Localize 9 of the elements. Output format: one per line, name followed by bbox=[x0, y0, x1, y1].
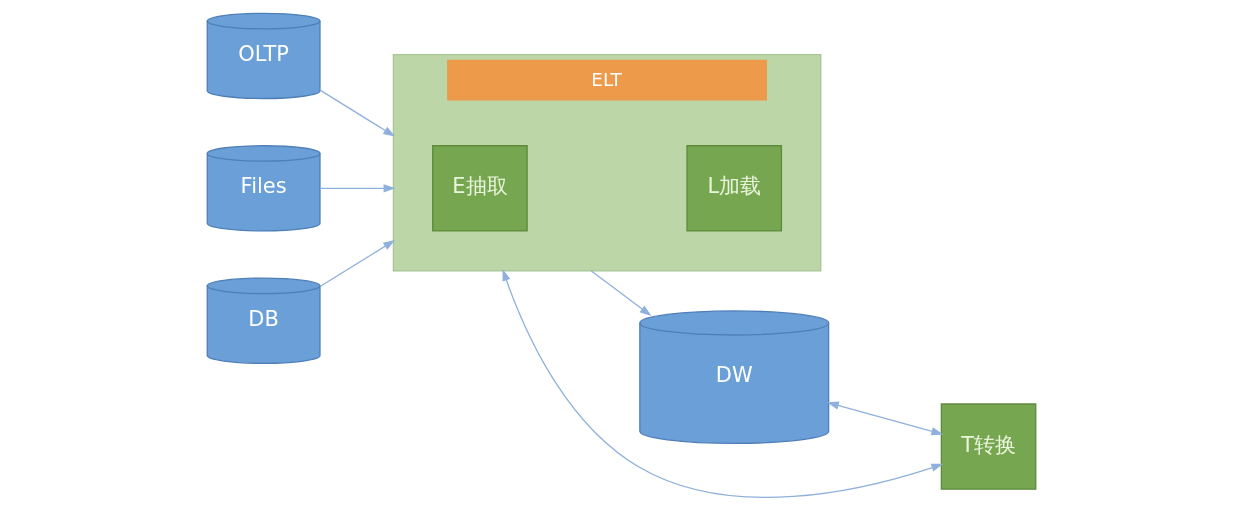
node-box: T转换 bbox=[940, 403, 1037, 490]
arrow bbox=[590, 270, 652, 316]
node-box: L加载 bbox=[686, 145, 783, 232]
arrow bbox=[319, 184, 396, 193]
arrow bbox=[319, 240, 396, 287]
arrow bbox=[319, 89, 396, 137]
arrow bbox=[502, 269, 944, 499]
node-box: E抽取 bbox=[432, 145, 528, 232]
arrow bbox=[827, 401, 944, 436]
